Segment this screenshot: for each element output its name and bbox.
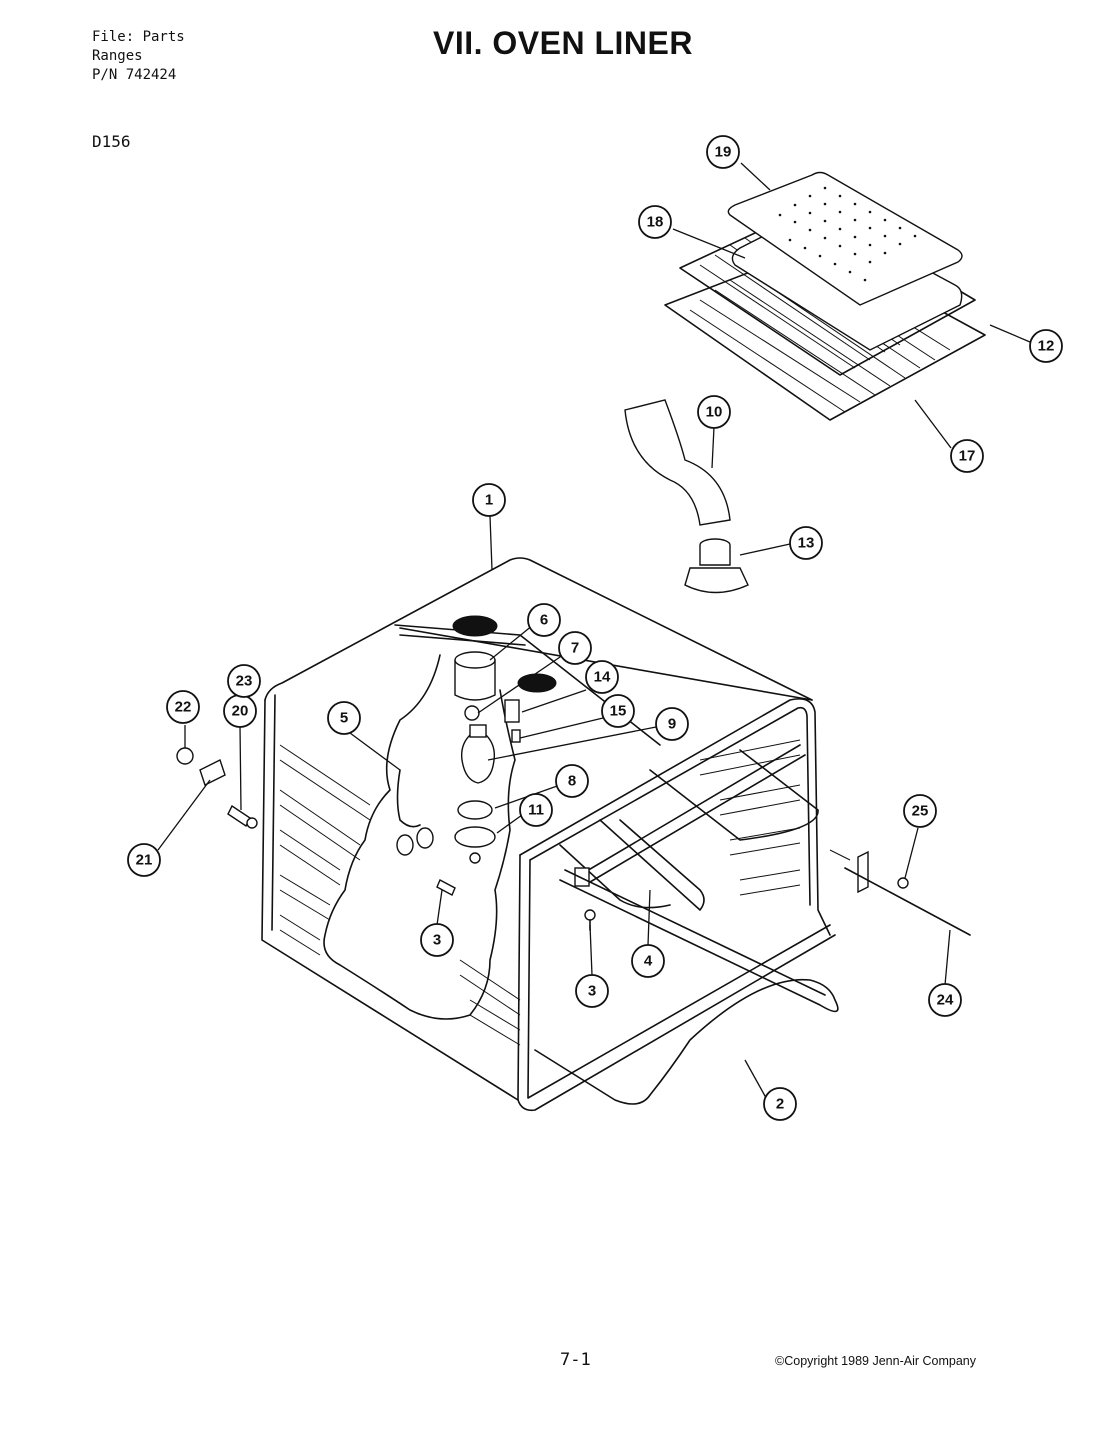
callout-label: 7 — [571, 640, 579, 657]
callout-label: 20 — [232, 703, 249, 720]
file-info: File: Parts Ranges P/N 742424 — [92, 28, 185, 85]
callout-15: 15 — [601, 694, 635, 728]
callout-label: 1 — [485, 492, 493, 509]
callout-1: 1 — [472, 483, 506, 517]
oven-liner-body — [261, 557, 836, 1112]
callout-label: 11 — [528, 802, 544, 819]
callout-label: 2 — [776, 1096, 784, 1113]
callout-label: 10 — [706, 404, 723, 421]
callout-3b: 3 — [575, 974, 609, 1008]
callout-20: 20 — [223, 694, 257, 728]
callout-18: 18 — [638, 205, 672, 239]
callout-label: 21 — [136, 852, 153, 869]
callout-8: 8 — [555, 764, 589, 798]
callout-label: 9 — [668, 716, 676, 733]
light-fixture-parts — [396, 651, 521, 864]
callout-label: 18 — [647, 214, 664, 231]
category-line: Ranges — [92, 48, 143, 64]
racks-and-pan — [664, 171, 986, 421]
callout-22: 22 — [166, 690, 200, 724]
callout-24: 24 — [928, 983, 962, 1017]
callout-label: 14 — [594, 669, 611, 686]
callout-10: 10 — [697, 395, 731, 429]
callout-4: 4 — [631, 944, 665, 978]
callout-11: 11 — [519, 793, 553, 827]
callout-13: 13 — [789, 526, 823, 560]
bake-element — [534, 869, 839, 1105]
callout-14: 14 — [585, 660, 619, 694]
broil-element — [559, 744, 819, 911]
callout-6: 6 — [527, 603, 561, 637]
callout-label: 12 — [1038, 338, 1055, 355]
callout-12: 12 — [1029, 329, 1063, 363]
callout-label: 3 — [433, 932, 441, 949]
callout-label: 23 — [236, 673, 253, 690]
callout-9: 9 — [655, 707, 689, 741]
vent-duct — [624, 399, 749, 594]
callout-label: 17 — [959, 448, 976, 465]
callout-5: 5 — [327, 701, 361, 735]
callout-17: 17 — [950, 439, 984, 473]
hardware — [176, 747, 971, 936]
callout-label: 15 — [610, 703, 627, 720]
callout-label: 8 — [568, 773, 576, 790]
callout-label: 25 — [912, 803, 929, 820]
callout-25: 25 — [903, 794, 937, 828]
callout-label: 6 — [540, 612, 548, 629]
callout-23: 23 — [227, 664, 261, 698]
callout-19: 19 — [706, 135, 740, 169]
callout-label: 24 — [937, 992, 954, 1009]
callout-label: 3 — [588, 983, 596, 1000]
callout-3a: 3 — [420, 923, 454, 957]
page-title: VII. OVEN LINER — [433, 25, 693, 61]
page-number: 7-1 — [560, 1350, 591, 1370]
file-line: File: Parts — [92, 29, 185, 45]
callout-label: 19 — [715, 144, 732, 161]
copyright-notice: ©Copyright 1989 Jenn-Air Company — [775, 1354, 976, 1368]
leader-lines — [157, 162, 1031, 1106]
callout-2: 2 — [763, 1087, 797, 1121]
callout-7: 7 — [558, 631, 592, 665]
callout-label: 13 — [798, 535, 815, 552]
callout-21: 21 — [127, 843, 161, 877]
part-number-line: P/N 742424 — [92, 67, 177, 83]
model-number: D156 — [92, 132, 131, 151]
callout-label: 22 — [175, 699, 192, 716]
callout-label: 5 — [340, 710, 348, 727]
callout-label: 4 — [644, 953, 653, 970]
